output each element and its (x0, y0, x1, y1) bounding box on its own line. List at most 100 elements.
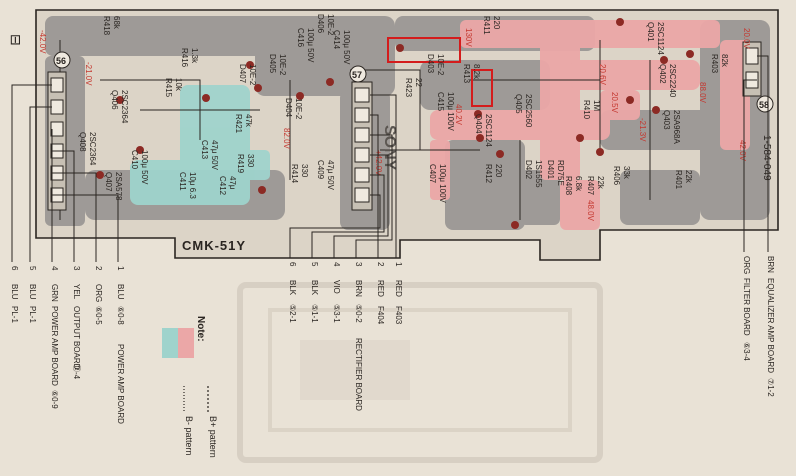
wire-dest: POWER AMP BOARD (50, 306, 59, 386)
b-minus-pattern (130, 85, 270, 205)
comp-d407: D407 (238, 64, 247, 84)
wire-pin: 4 (50, 266, 59, 271)
comp-d404-value: 10E-2 (294, 98, 303, 120)
comp-r421-value: 47k (244, 114, 253, 128)
wire-color: BLK (288, 280, 297, 296)
comp-c416: C416 (296, 28, 305, 48)
wire-dest: RECTIFIER BOARD (354, 338, 363, 411)
wire-pin-ref: ⑫-4 (72, 364, 81, 380)
comp-d402-value: 1S1555 (534, 160, 543, 188)
left-wire-harness (11, 84, 119, 262)
connector-labels: 56 57 58 (53, 51, 774, 113)
connector-label-56: 56 (56, 56, 66, 66)
wire-color: BLK (310, 280, 319, 296)
comp-r410: R410 (582, 100, 591, 120)
voltage-label: 42.0V (738, 140, 747, 162)
comp-c414-value: 100μ 50V (342, 30, 351, 65)
comp-d406-value: 10E-2 (326, 14, 335, 36)
wire-pin-ref: ⑥0-5 (94, 306, 103, 325)
comp-r419: R419 (236, 154, 245, 174)
wire-color: BRN (354, 280, 363, 297)
comp-r407: R407 (586, 176, 595, 196)
comp-r411: R411 (482, 16, 491, 35)
comp-d403: D403 (426, 54, 435, 74)
comp-d405-value: 10E-2 (278, 54, 287, 76)
comp-q404-value: 2SC1124 (484, 114, 493, 147)
wire-dest: PL-1 (28, 306, 37, 323)
right-wire-harness (743, 55, 769, 252)
comp-q408: Q408 (78, 132, 87, 152)
voltage-label: 82.0V (282, 128, 291, 150)
comp-r406-value: 33k (622, 166, 631, 180)
highlight-box-d403 (387, 37, 461, 63)
comp-r418-value: 68k (112, 16, 121, 30)
comp-r413-value: 8.2k (472, 64, 481, 80)
voltage-label: -21.0V (84, 62, 93, 86)
wire-dest: F404 (376, 306, 385, 325)
comp-r423-value: 22 (414, 78, 423, 87)
comp-r412: R412 (484, 164, 493, 184)
voltage-label: 48.0V (586, 200, 595, 222)
legend: Note: B+ pattern B- pattern (162, 316, 218, 458)
wire-dest: POWER AMP BOARD (116, 344, 125, 424)
wire-pin-ref: ⑥0-8 (116, 306, 125, 325)
wire-pin: 2 (376, 262, 385, 267)
wire-color: GRN (50, 284, 59, 302)
wire-color: YEL (72, 284, 81, 300)
legend-swatch-b-plus (178, 328, 194, 358)
comp-d407-value: 10E-2 (248, 64, 257, 86)
comp-q401-value: 2SC1124 (656, 22, 665, 55)
comp-q405-value: 2SC2560 (524, 94, 533, 128)
wire-pin: 1 (394, 262, 403, 267)
wire-pin-ref: ⑤2-1 (288, 304, 297, 323)
comp-q406-value: 2SC2364 (120, 90, 129, 124)
wire-pin: 3 (72, 266, 81, 271)
legend-label-b-plus: B+ pattern (208, 416, 218, 458)
comp-c412: C412 (218, 176, 227, 196)
wire-color: RED (394, 280, 403, 297)
comp-c415-value: 100μ 100V (446, 92, 455, 132)
comp-q402-value: 2SC2240 (668, 64, 677, 98)
comp-r401-value: 22k (684, 170, 693, 184)
wire-pin-ref: ⑥0-9 (50, 390, 59, 409)
comp-r408-value: 6.8k (574, 176, 583, 192)
wire-pin-ref: ⑥3-4 (742, 342, 751, 361)
comp-d402: D402 (524, 160, 533, 180)
comp-d404: D404 (284, 98, 293, 118)
comp-c413: C413 (200, 140, 209, 160)
wire-dest: FILTER BOARD (742, 278, 751, 336)
connector-label-57: 57 (352, 70, 362, 80)
comp-q407: Q407 (104, 172, 113, 192)
wire-pin: 6 (288, 262, 297, 267)
comp-r414: R414 (290, 164, 299, 184)
wire-pin: 4 (332, 262, 341, 267)
comp-q406: Q406 (110, 90, 119, 110)
wire-color: BRN (766, 256, 775, 273)
voltage-label: 88.0V (698, 82, 707, 104)
comp-d406: D406 (316, 14, 325, 34)
wire-pin-ref: ⑤3-1 (332, 304, 341, 323)
voltage-label: -42.0V (38, 30, 47, 54)
comp-q401: Q401 (646, 22, 655, 42)
legend-label-b-minus: B- pattern (184, 416, 194, 456)
comp-c410-value: 100μ 50V (140, 150, 149, 185)
wire-pin: 5 (310, 262, 319, 267)
comp-c412-value: 47μ (228, 176, 237, 190)
comp-d403-value: 10E-2 (436, 54, 445, 76)
comp-r406: R406 (612, 166, 621, 186)
comp-r413: R413 (462, 64, 471, 84)
comp-r416: R416 (180, 48, 189, 68)
wire-pin: 2 (94, 266, 103, 271)
comp-c410: C410 (130, 150, 139, 170)
comp-c414: C414 (332, 30, 341, 50)
comp-c411-value: 10μ 6.3 (188, 172, 197, 199)
brand-logo: SONY (381, 125, 398, 171)
comp-c409-value: 47μ 50V (326, 160, 335, 191)
voltage-label: 130V (464, 28, 473, 47)
wire-pin: 5 (28, 266, 37, 271)
wire-dest: EQUALIZER AMP BOARD (766, 278, 775, 373)
comp-q403-value: 2SA968A (672, 110, 681, 144)
board-name: CMK-51Y (182, 238, 246, 253)
